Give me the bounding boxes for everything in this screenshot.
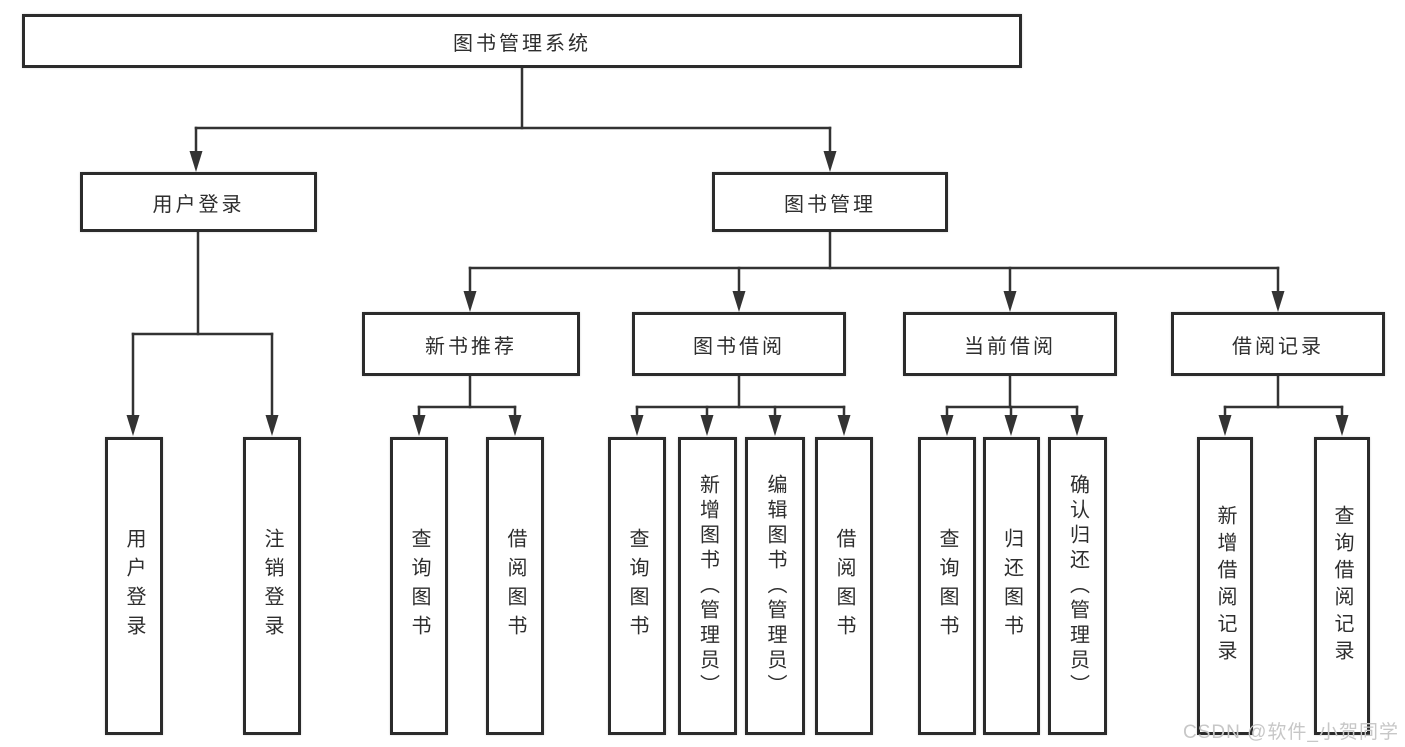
node-label: 编辑图书（管理员） bbox=[764, 473, 786, 699]
node-leaf-borrow-book-borrow: 借阅图书 bbox=[815, 437, 873, 735]
node-label: 图书管理 bbox=[784, 193, 876, 216]
node-book-borrow: 图书借阅 bbox=[632, 312, 846, 376]
node-leaf-add-borrow-record: 新增借阅记录 bbox=[1197, 437, 1253, 735]
node-root: 图书管理系统 bbox=[22, 14, 1022, 68]
node-leaf-add-book-admin: 新增图书（管理员） bbox=[678, 437, 737, 735]
node-label: 借阅图书 bbox=[504, 528, 526, 644]
edges-user-login bbox=[126, 230, 279, 436]
node-leaf-query-book-newrec: 查询图书 bbox=[390, 437, 448, 735]
node-leaf-query-book-borrow: 查询图书 bbox=[608, 437, 666, 735]
node-label: 当前借阅 bbox=[964, 335, 1056, 358]
edges-new-book-recommend bbox=[412, 374, 522, 436]
node-label: 借阅图书 bbox=[833, 528, 855, 644]
node-leaf-borrow-book-newrec: 借阅图书 bbox=[486, 437, 544, 735]
node-label: 查询图书 bbox=[626, 528, 648, 644]
node-label: 确认归还（管理员） bbox=[1066, 473, 1089, 699]
node-label: 注销登录 bbox=[261, 528, 283, 644]
node-label: 用户登录 bbox=[152, 193, 245, 216]
node-borrow-records: 借阅记录 bbox=[1171, 312, 1385, 376]
node-label: 图书借阅 bbox=[693, 335, 785, 358]
node-current-borrow: 当前借阅 bbox=[903, 312, 1117, 376]
node-label: 新书推荐 bbox=[425, 335, 517, 358]
edges-borrow-records bbox=[1218, 374, 1349, 436]
node-label: 查询借阅记录 bbox=[1331, 505, 1353, 667]
node-label: 图书管理系统 bbox=[453, 32, 591, 55]
node-leaf-logout: 注销登录 bbox=[243, 437, 301, 735]
node-label: 新增图书（管理员） bbox=[696, 473, 719, 699]
node-book-management: 图书管理 bbox=[712, 172, 948, 232]
node-leaf-return-book: 归还图书 bbox=[983, 437, 1040, 735]
node-user-login: 用户登录 bbox=[80, 172, 317, 232]
node-new-book-recommend: 新书推荐 bbox=[362, 312, 580, 376]
edges-root-to-level2 bbox=[189, 66, 837, 172]
node-label: 新增借阅记录 bbox=[1214, 505, 1236, 667]
edges-book-management bbox=[463, 230, 1285, 312]
edges-current-borrow bbox=[940, 374, 1084, 436]
node-label: 归还图书 bbox=[1000, 528, 1023, 644]
node-label: 查询图书 bbox=[936, 528, 958, 644]
node-leaf-edit-book-admin: 编辑图书（管理员） bbox=[745, 437, 805, 735]
node-label: 用户登录 bbox=[123, 528, 145, 644]
edges-book-borrow bbox=[630, 374, 851, 436]
node-label: 查询图书 bbox=[408, 528, 430, 644]
node-leaf-query-book-current: 查询图书 bbox=[918, 437, 976, 735]
node-leaf-query-borrow-record: 查询借阅记录 bbox=[1314, 437, 1370, 735]
node-leaf-confirm-return-admin: 确认归还（管理员） bbox=[1048, 437, 1107, 735]
watermark-text: CSDN @软件_小贺同学 bbox=[1183, 722, 1399, 743]
node-label: 借阅记录 bbox=[1232, 335, 1324, 358]
node-leaf-user-login: 用户登录 bbox=[105, 437, 163, 735]
